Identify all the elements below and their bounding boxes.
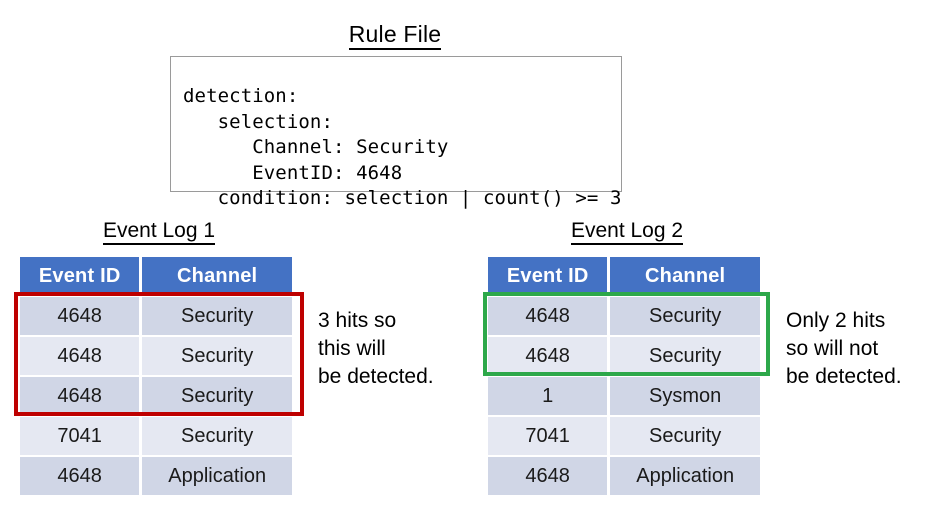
cell-event-id: 7041 (488, 417, 608, 455)
annotation-log-2: Only 2 hits so will not be detected. (786, 309, 902, 388)
event-log-1-title-text: Event Log 1 (102, 219, 216, 245)
column-header-channel: Channel (610, 257, 760, 295)
annotation-log-1: 3 hits so this will be detected. (318, 309, 434, 388)
cell-event-id: 4648 (488, 457, 608, 495)
table-header-row: Event ID Channel (20, 257, 292, 295)
table-row: 4648 Security (488, 297, 760, 335)
table-row: 4648 Security (20, 297, 292, 335)
cell-event-id: 4648 (488, 297, 608, 335)
table-row: 4648 Security (488, 337, 760, 375)
table-row: 7041 Security (20, 417, 292, 455)
cell-event-id: 4648 (488, 337, 608, 375)
event-log-2-title-text: Event Log 2 (570, 219, 684, 245)
event-log-2-table: Event ID Channel 4648 Security 4648 Secu… (485, 255, 763, 497)
table-row: 7041 Security (488, 417, 760, 455)
event-log-1-block: Event Log 1 Event ID Channel 4648 Securi… (20, 218, 298, 497)
table-row: 4648 Application (488, 457, 760, 495)
cell-channel: Security (142, 337, 292, 375)
cell-channel: Sysmon (610, 377, 760, 415)
table-header-row: Event ID Channel (488, 257, 760, 295)
column-header-event-id: Event ID (20, 257, 140, 295)
cell-channel: Security (142, 297, 292, 335)
cell-channel: Application (610, 457, 760, 495)
cell-channel: Security (610, 417, 760, 455)
cell-event-id: 4648 (20, 457, 140, 495)
cell-event-id: 4648 (20, 377, 140, 415)
cell-event-id: 4648 (20, 297, 140, 335)
cell-channel: Security (610, 337, 760, 375)
column-header-channel: Channel (142, 257, 292, 295)
table-row: 4648 Security (20, 337, 292, 375)
event-log-1-title: Event Log 1 (20, 218, 298, 245)
rule-file-box: detection: selection: Channel: Security … (170, 56, 622, 209)
rule-file-title: Rule File (0, 20, 790, 50)
cell-event-id: 7041 (20, 417, 140, 455)
rule-file-title-text: Rule File (348, 21, 442, 50)
table-row: 1 Sysmon (488, 377, 760, 415)
cell-channel: Security (142, 377, 292, 415)
cell-channel: Application (142, 457, 292, 495)
rule-file-code: detection: selection: Channel: Security … (183, 85, 622, 209)
column-header-event-id: Event ID (488, 257, 608, 295)
event-log-1-table: Event ID Channel 4648 Security 4648 Secu… (17, 255, 295, 497)
table-row: 4648 Security (20, 377, 292, 415)
event-log-2-title: Event Log 2 (488, 218, 766, 245)
table-row: 4648 Application (20, 457, 292, 495)
event-log-2-block: Event Log 2 Event ID Channel 4648 Securi… (488, 218, 766, 497)
cell-channel: Security (142, 417, 292, 455)
cell-event-id: 4648 (20, 337, 140, 375)
cell-event-id: 1 (488, 377, 608, 415)
cell-channel: Security (610, 297, 760, 335)
